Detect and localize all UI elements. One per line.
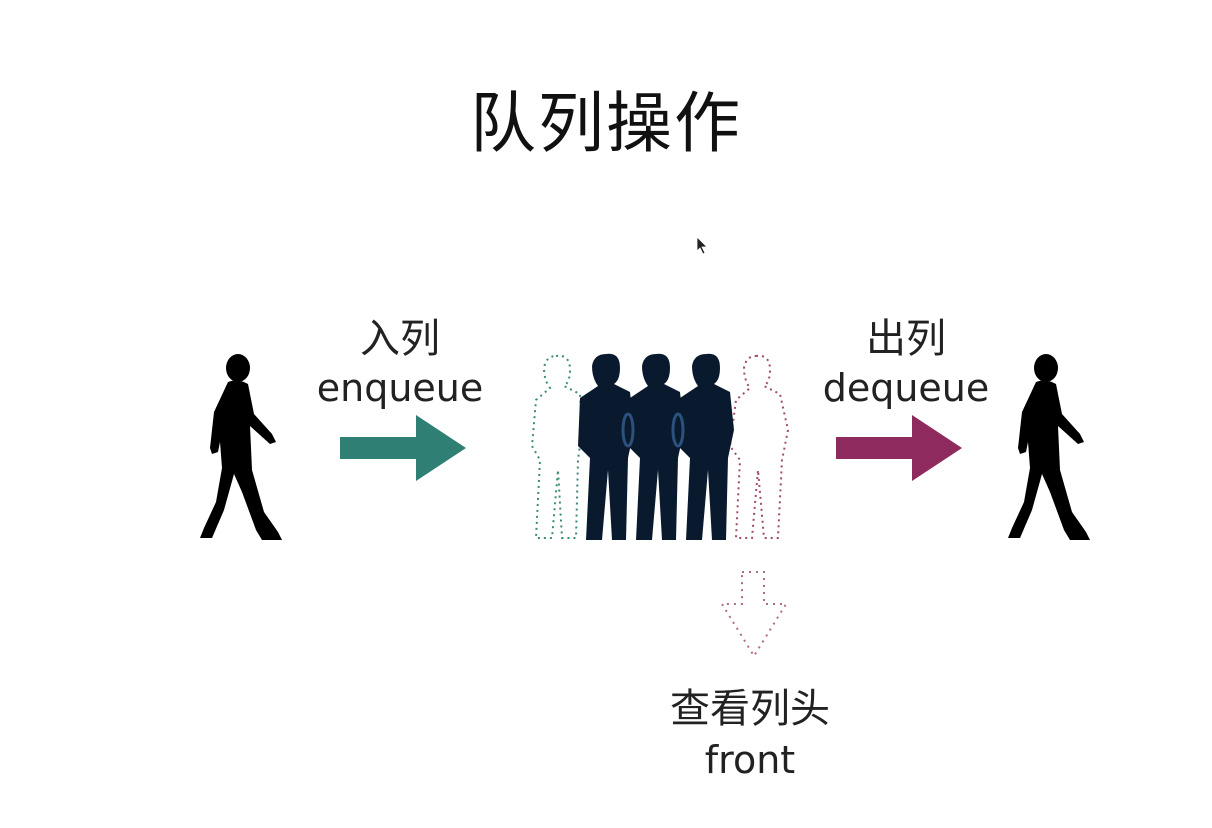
- ghost-person-right-icon: [728, 354, 790, 539]
- enqueue-label-cn: 入列: [360, 316, 440, 362]
- page-title: 队列操作: [470, 85, 742, 162]
- queue-group: [518, 350, 798, 546]
- dequeue-label-cn: 出列: [866, 316, 946, 362]
- dequeue-arrow-icon: [834, 415, 964, 481]
- front-label-en: front: [704, 738, 796, 782]
- mouse-cursor-icon: [696, 236, 710, 256]
- walking-person-icon: [198, 352, 288, 544]
- front-label-cn: 查看列头: [670, 686, 830, 732]
- enqueue-arrow-icon: [338, 415, 468, 481]
- ghost-person-left-icon: [530, 354, 584, 539]
- queue-person-2-icon: [628, 353, 684, 540]
- queue-person-1-icon: [578, 353, 634, 540]
- walking-person-icon: [1006, 352, 1096, 544]
- queue-person-3-icon: [678, 353, 734, 540]
- enqueue-label-en: enqueue: [316, 366, 484, 410]
- front-arrow-icon: [716, 568, 792, 662]
- dequeue-label-en: dequeue: [822, 366, 990, 410]
